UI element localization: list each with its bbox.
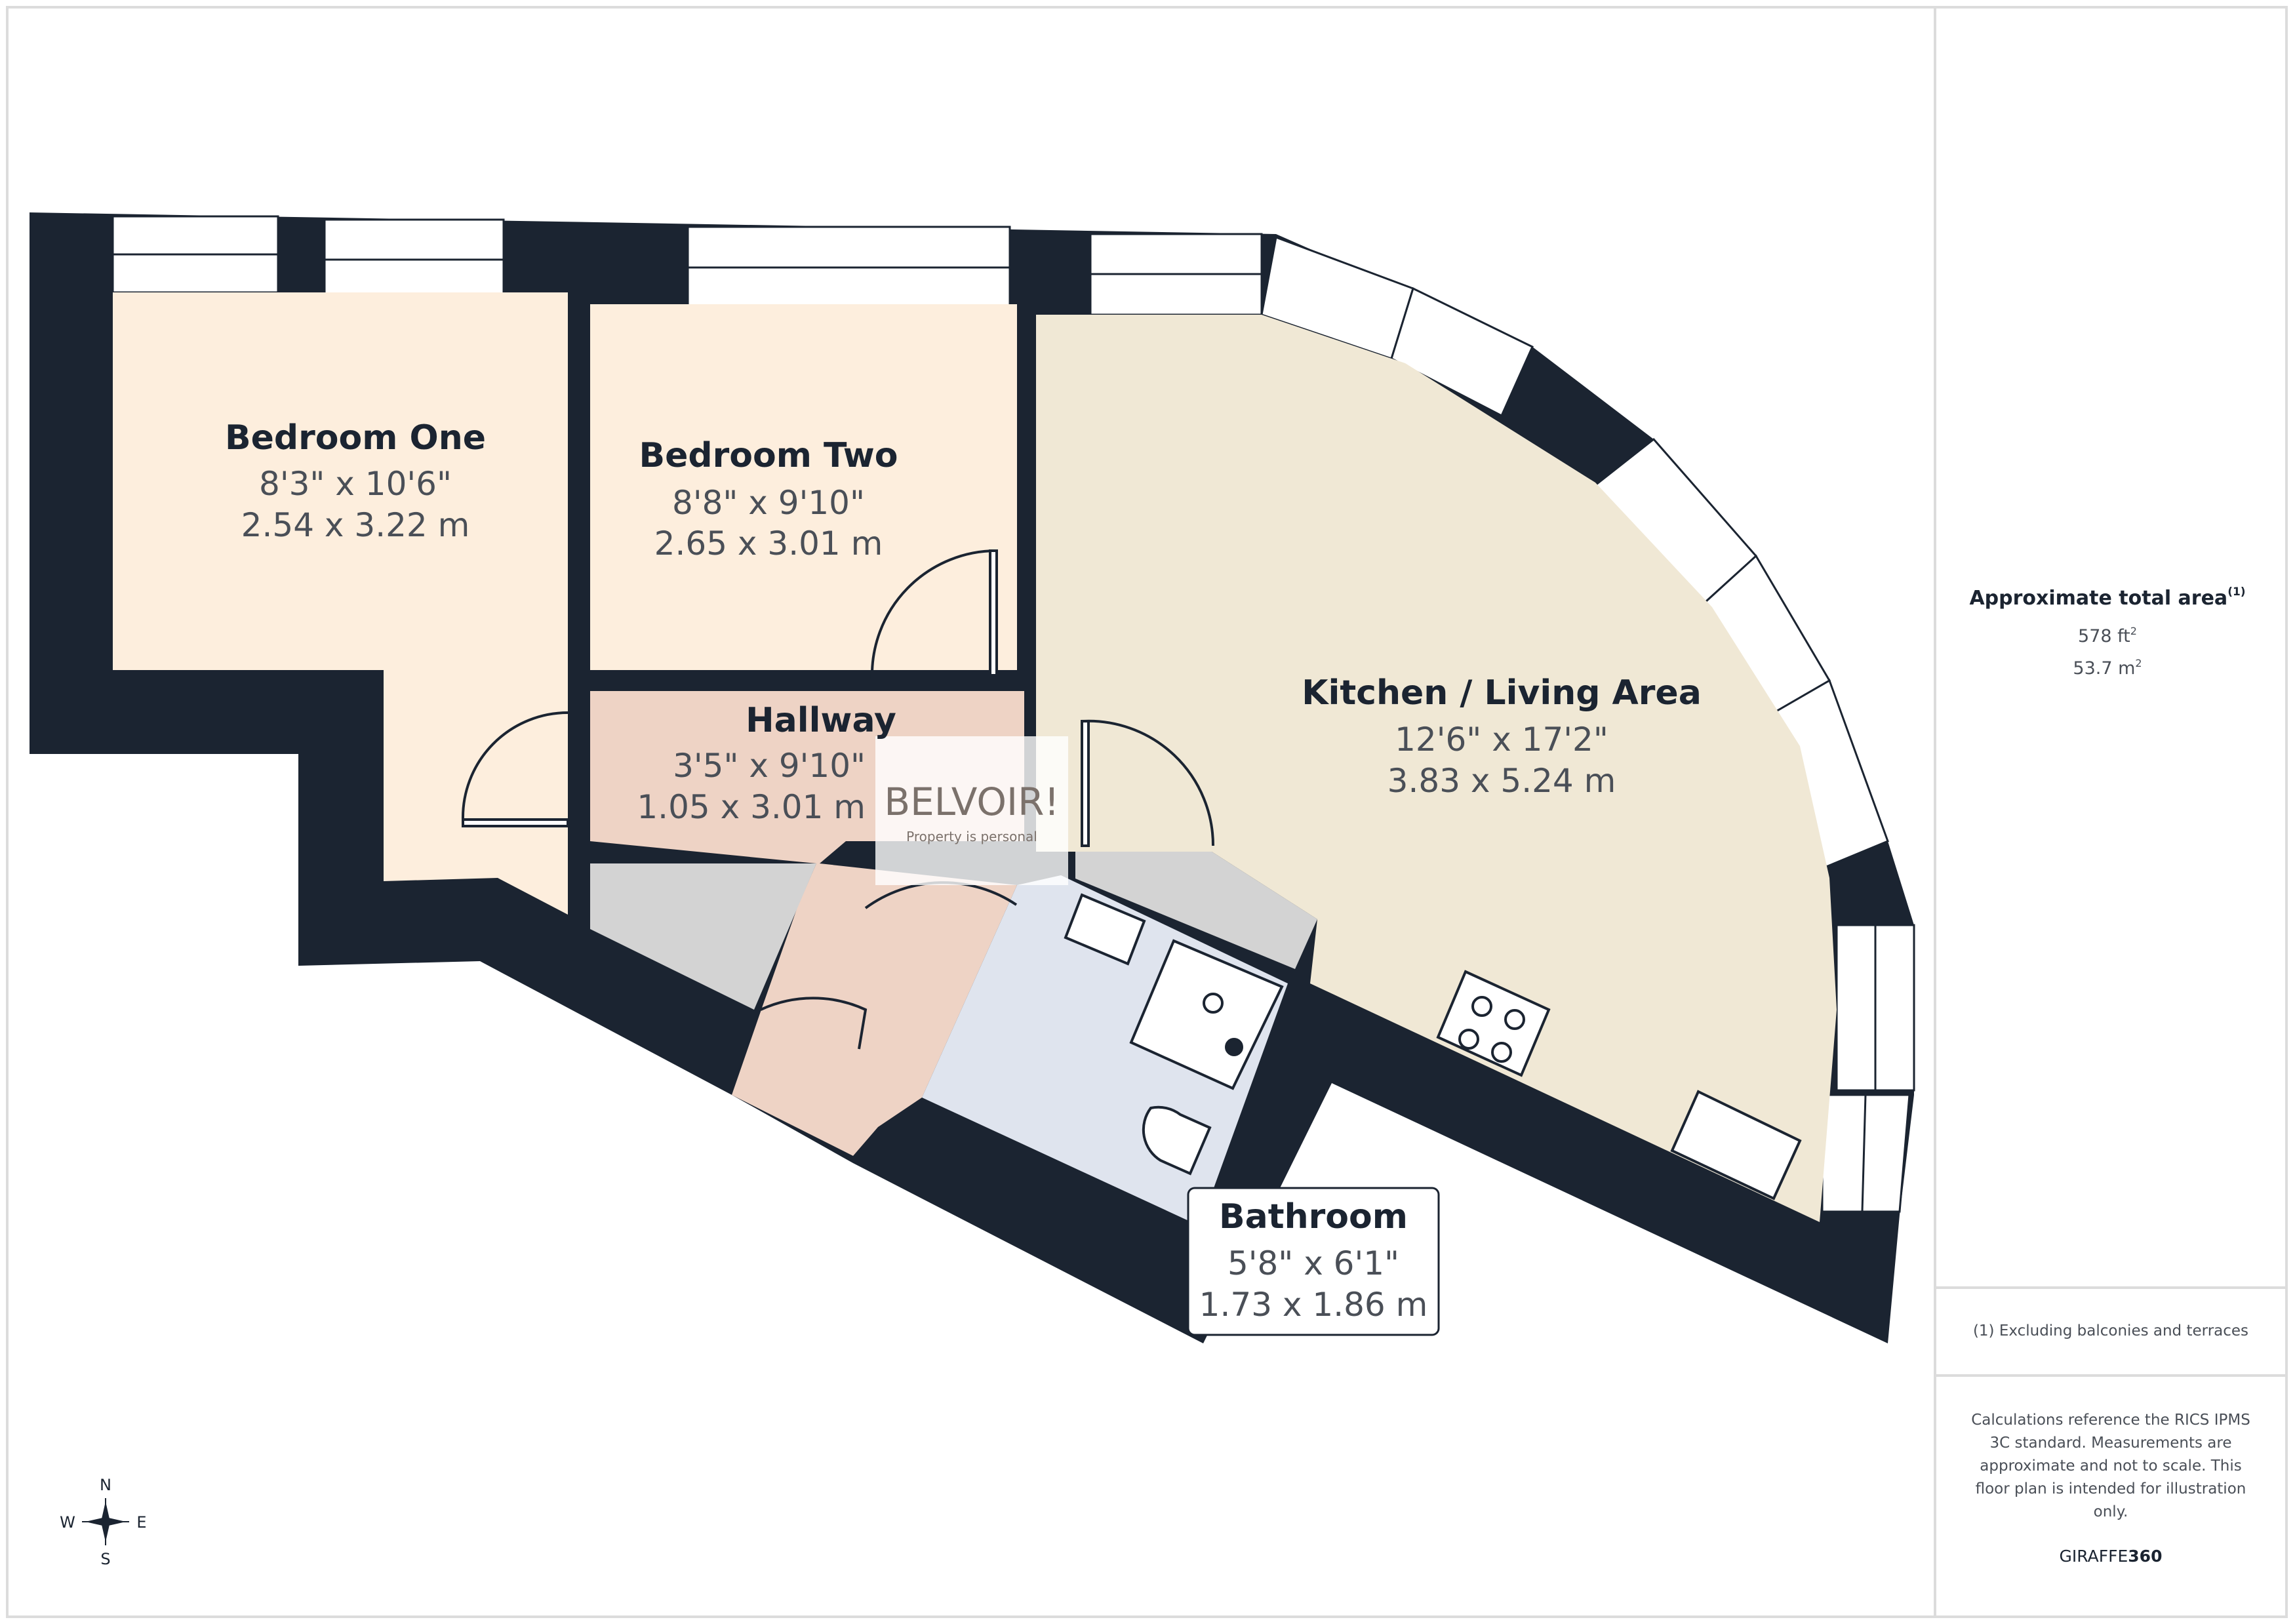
room-dimensions-imperial: 5'8" x 6'1" xyxy=(1227,1244,1399,1282)
bedroom-one-floor xyxy=(113,292,568,915)
kitchen-floor xyxy=(1036,315,1837,1222)
disclaimer-line: approximate and not to scale. This xyxy=(1980,1457,2241,1475)
room-name: Hallway xyxy=(746,701,896,740)
watermark-tagline: Property is personal xyxy=(906,829,1037,844)
toilet-icon xyxy=(1142,1105,1212,1176)
room-dimensions-metric: 2.65 x 3.01 m xyxy=(654,525,883,563)
compass-s: S xyxy=(100,1550,110,1568)
disclaimer-line: only. xyxy=(2094,1503,2128,1520)
room-label-kitchen: Kitchen / Living Area 12'6" x 17'2" 3.83… xyxy=(1302,673,1702,800)
basin-icon xyxy=(1064,893,1146,966)
room-dimensions-imperial: 3'5" x 9'10" xyxy=(673,747,866,785)
cupboard-floor xyxy=(1075,852,1317,969)
room-label-bedroom-one: Bedroom One 8'3" x 10'6" 2.54 x 3.22 m xyxy=(225,418,486,544)
room-name: Bathroom xyxy=(1219,1197,1408,1237)
bathroom-fixtures xyxy=(1064,893,1284,1176)
room-label-bedroom-two: Bedroom Two 8'8" x 9'10" 2.65 x 3.01 m xyxy=(639,436,898,563)
watermark-logo: BELVOIR! Property is personal xyxy=(875,736,1068,885)
room-dimensions-metric: 1.05 x 3.01 m xyxy=(637,788,866,826)
compass-e: E xyxy=(136,1513,146,1532)
frame-border xyxy=(6,6,2288,1618)
area-title: Approximate total area(1) xyxy=(1969,585,2245,610)
disclaimer-line: 3C standard. Measurements are xyxy=(1989,1435,2231,1452)
windows xyxy=(111,215,1915,1213)
room-name: Bedroom Two xyxy=(639,436,898,475)
area-summary: Approximate total area(1) 578 ft2 53.7 m… xyxy=(1969,585,2245,679)
room-name: Kitchen / Living Area xyxy=(1302,673,1702,713)
room-dimensions-imperial: 8'3" x 10'6" xyxy=(259,465,452,503)
room-label-hallway: Hallway 3'5" x 9'10" 1.05 x 3.01 m xyxy=(637,701,896,826)
bedroom-two-floor xyxy=(590,304,1017,670)
area-ft: 578 ft2 xyxy=(2078,625,2137,646)
room-dimensions-imperial: 12'6" x 17'2" xyxy=(1395,721,1608,759)
footnote: (1) Excluding balconies and terraces xyxy=(1973,1322,2248,1339)
hob-icon xyxy=(1436,970,1551,1077)
room-label-bathroom: Bathroom 5'8" x 6'1" 1.73 x 1.86 m xyxy=(1187,1187,1440,1336)
disclaimer-line: Calculations reference the RICS IPMS xyxy=(1971,1412,2250,1429)
compass-w: W xyxy=(60,1513,75,1532)
compass-icon: N S W E xyxy=(60,1476,146,1568)
room-dimensions-metric: 1.73 x 1.86 m xyxy=(1199,1286,1428,1324)
room-dimensions-metric: 2.54 x 3.22 m xyxy=(241,506,470,544)
shower-icon xyxy=(1129,939,1284,1090)
storage-floor xyxy=(590,863,816,1010)
watermark-brand: BELVOIR! xyxy=(884,780,1059,824)
room-name: Bedroom One xyxy=(225,418,486,458)
room-dimensions-imperial: 8'8" x 9'10" xyxy=(672,484,865,522)
doors xyxy=(461,549,1215,1050)
room-dimensions-metric: 3.83 x 5.24 m xyxy=(1387,762,1616,800)
disclaimer: Calculations reference the RICS IPMS 3C … xyxy=(1971,1412,2250,1520)
disclaimer-line: floor plan is intended for illustration xyxy=(1976,1480,2246,1497)
compass-n: N xyxy=(100,1476,111,1494)
kitchen-fixtures xyxy=(1436,970,1802,1200)
sink-icon xyxy=(1670,1090,1802,1200)
giraffe360-logo: GIRAFFE360 xyxy=(2060,1547,2163,1566)
area-m: 53.7 m2 xyxy=(2073,657,2142,679)
